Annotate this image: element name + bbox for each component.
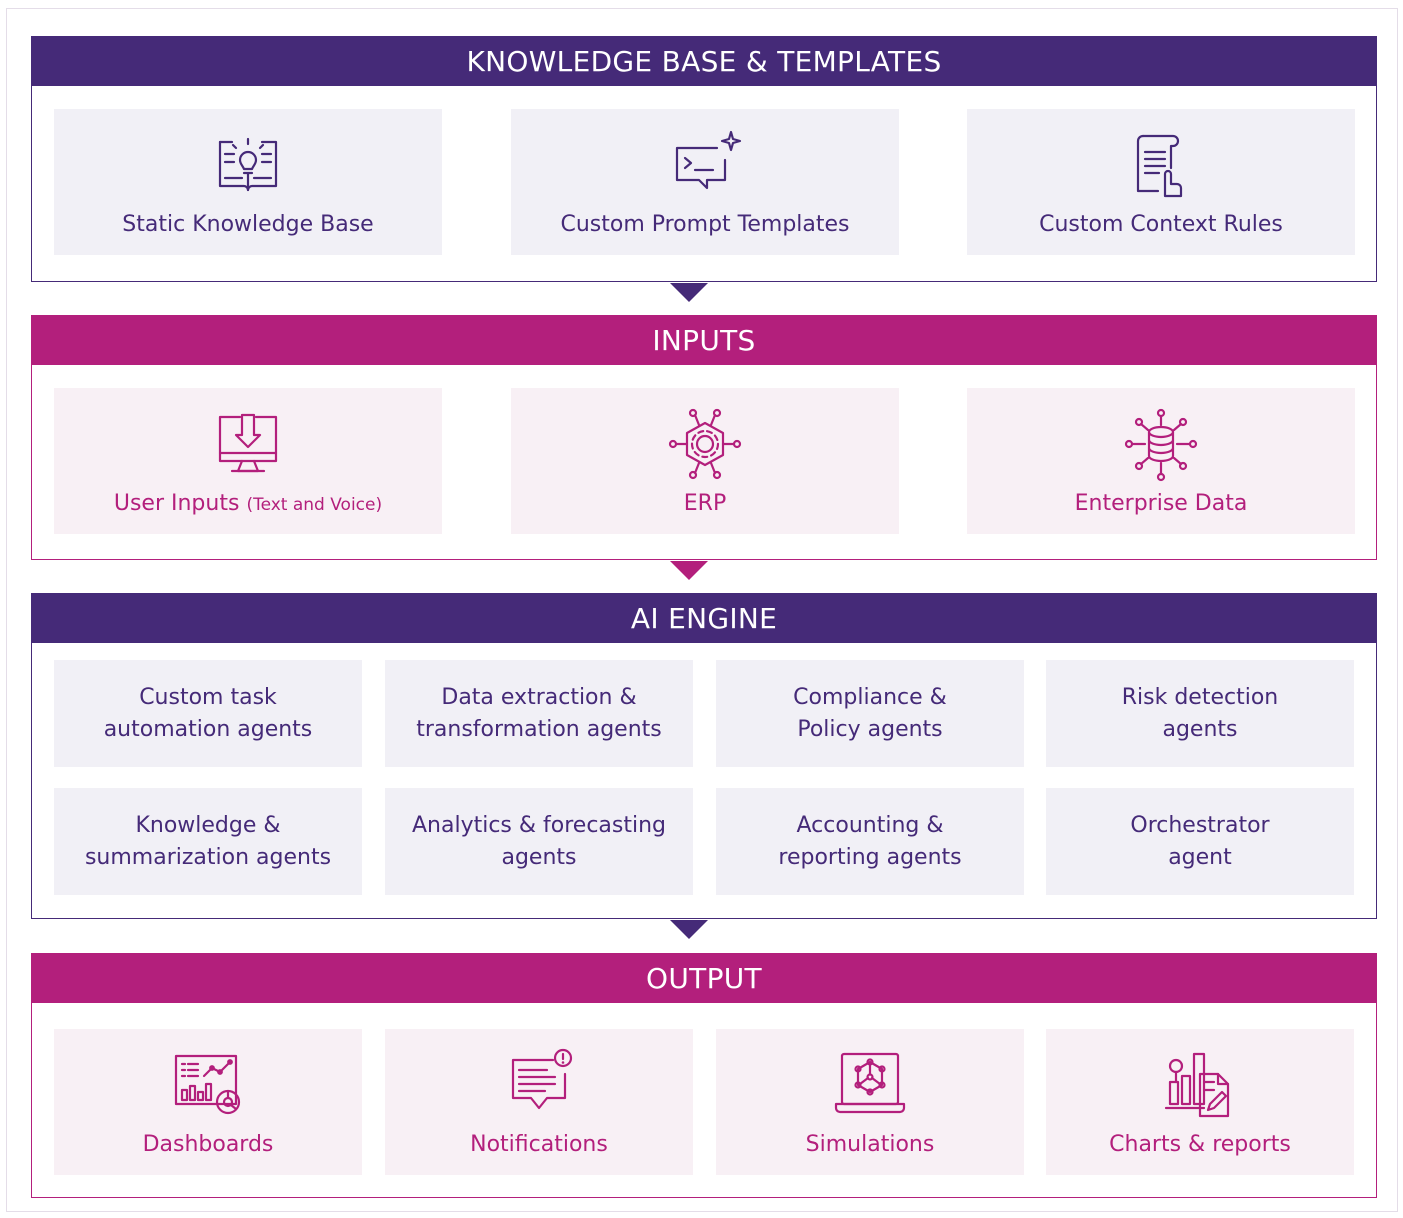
knowledge-section-body: Static Knowledge Base Custom Prompt Temp… [31,86,1377,282]
agent-card: Knowledge & summarization agents [54,788,362,895]
card-static-knowledge-base: Static Knowledge Base [54,109,442,255]
agent-line2: automation agents [103,716,313,742]
agent-line1: Knowledge & [135,812,281,838]
prompt-chat-icon [675,130,742,189]
card-label: Charts & reports [1109,1131,1291,1157]
card-label: Custom Context Rules [1039,211,1283,237]
output-section: OUTPUT Dashboards [31,953,1377,1198]
gear-network-icon [668,408,742,479]
knowledge-section-title: KNOWLEDGE BASE & TEMPLATES [31,36,1377,86]
diagram-frame [6,8,1398,1212]
agent-card: Compliance & Policy agents [716,660,1024,767]
flow-arrow-2 [670,561,708,580]
card-user-inputs: User Inputs (Text and Voice) [54,388,442,534]
card-charts-reports: Charts & reports [1046,1029,1354,1175]
agent-line1: Analytics & forecasting [411,812,667,838]
agent-card: Orchestrator agent [1046,788,1354,895]
agent-line1: Data extraction & [441,684,637,710]
card-label: Simulations [805,1131,935,1157]
ai-engine-section-body: Custom task automation agents Data extrac… [31,643,1377,919]
agent-line2: agents [1162,716,1238,742]
agent-line1: Compliance & [793,684,947,710]
card-simulations: Simulations [716,1029,1024,1175]
charts-report-icon [1164,1052,1230,1117]
knowledge-section: KNOWLEDGE BASE & TEMPLATES Static Knowle… [31,36,1377,282]
card-label: Dashboards [142,1131,274,1157]
agent-line2: Policy agents [797,716,943,742]
user-inputs-label: User Inputs [113,490,240,516]
database-network-icon [1124,408,1198,481]
ai-engine-section: AI ENGINE Custom task automation agents D… [31,593,1377,919]
agent-line2: transformation agents [416,716,662,742]
document-hand-icon [1136,134,1183,197]
inputs-section-body: User Inputs (Text and Voice) ERP [31,365,1377,560]
agent-line2: reporting agents [778,844,962,870]
agent-line1: Accounting & [796,812,944,838]
agent-card: Custom task automation agents [54,660,362,767]
agent-card: Risk detection agents [1046,660,1354,767]
card-label: Enterprise Data [1074,490,1248,516]
simulation-icon [834,1052,906,1113]
card-label: ERP [683,490,727,516]
agent-line1: Orchestrator [1130,812,1270,838]
card-label: Static Knowledge Base [122,211,374,237]
agent-card: Data extraction & transformation agents [385,660,693,767]
inputs-section: INPUTS User Inputs (Text and Voice) [31,315,1377,560]
agent-line2: summarization agents [84,844,332,870]
output-section-body: Dashboards Notifications [31,1003,1377,1198]
card-dashboards: Dashboards [54,1029,362,1175]
agent-line1: Custom task [139,684,277,710]
agent-line1: Risk detection [1121,684,1279,710]
user-inputs-note: (Text and Voice) [246,494,383,515]
dashboard-icon [174,1054,241,1114]
card-enterprise-data: Enterprise Data [967,388,1355,534]
book-lightbulb-icon [218,137,278,191]
agent-card: Accounting & reporting agents [716,788,1024,895]
card-custom-prompt-templates: Custom Prompt Templates [511,109,899,255]
inputs-section-title: INPUTS [31,315,1377,365]
card-notifications: Notifications [385,1029,693,1175]
card-custom-context-rules: Custom Context Rules [967,109,1355,255]
notification-icon [511,1048,573,1109]
flow-arrow-3 [670,920,708,939]
agent-line2: agents [501,844,577,870]
agent-line2: agent [1168,844,1232,870]
monitor-download-icon [218,413,278,472]
agent-card: Analytics & forecasting agents [385,788,693,895]
output-section-title: OUTPUT [31,953,1377,1003]
card-label: User Inputs (Text and Voice) [114,491,382,517]
ai-engine-section-title: AI ENGINE [31,593,1377,643]
flow-arrow-1 [670,283,708,302]
card-erp: ERP [511,388,899,534]
card-label: Custom Prompt Templates [560,211,850,237]
card-label: Notifications [470,1131,608,1157]
